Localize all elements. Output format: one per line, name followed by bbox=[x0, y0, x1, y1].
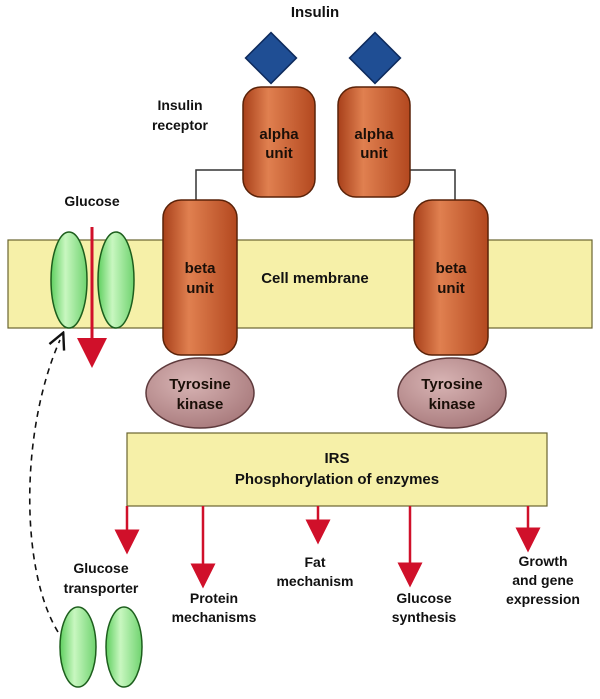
vesicle-transporter-left bbox=[59, 606, 97, 688]
beta-unit-left bbox=[162, 199, 238, 356]
outcome-protein-1: Protein bbox=[190, 590, 238, 606]
irs-sublabel: Phosphorylation of enzymes bbox=[235, 471, 439, 488]
tyrosine-kinase-left-label-1: Tyrosine bbox=[169, 376, 230, 393]
insulin-receptor-label-2: receptor bbox=[152, 117, 209, 133]
membrane-transporter-left bbox=[50, 231, 88, 329]
outcome-growth-1: Growth bbox=[519, 553, 568, 569]
alpha-unit-right-label-1: alpha bbox=[354, 126, 394, 143]
tyrosine-kinase-left bbox=[145, 357, 255, 429]
alpha-unit-right-label-2: unit bbox=[360, 145, 388, 162]
irs-label: IRS bbox=[324, 450, 349, 467]
outcome-glucose-synthesis-2: synthesis bbox=[392, 609, 457, 625]
tyrosine-kinase-right bbox=[397, 357, 507, 429]
outcome-fat-2: mechanism bbox=[276, 573, 353, 589]
beta-unit-left-label-2: unit bbox=[186, 280, 214, 297]
outcome-glucose-transporter-1: Glucose bbox=[73, 560, 128, 576]
insulin-molecule-right bbox=[348, 31, 402, 85]
tyrosine-kinase-left-label-2: kinase bbox=[177, 396, 224, 413]
alpha-unit-left bbox=[242, 86, 316, 198]
outcome-growth-2: and gene bbox=[512, 572, 574, 588]
irs-box bbox=[126, 432, 548, 507]
alpha-unit-left-label-1: alpha bbox=[259, 126, 299, 143]
outcome-protein-2: mechanisms bbox=[172, 609, 257, 625]
receptor-link-left bbox=[195, 169, 245, 205]
alpha-unit-left-label-2: unit bbox=[265, 145, 293, 162]
beta-unit-right bbox=[413, 199, 489, 356]
tyrosine-kinase-right-label-2: kinase bbox=[429, 396, 476, 413]
beta-unit-left-label-1: beta bbox=[185, 260, 217, 277]
outcome-growth-3: expression bbox=[506, 591, 580, 607]
cell-membrane-label: Cell membrane bbox=[261, 270, 369, 287]
insulin-label: Insulin bbox=[291, 4, 339, 21]
beta-unit-right-label-1: beta bbox=[436, 260, 468, 277]
receptor-link-right bbox=[410, 169, 456, 205]
tyrosine-kinase-right-label-1: Tyrosine bbox=[421, 376, 482, 393]
insulin-receptor-label-1: Insulin bbox=[157, 97, 202, 113]
insulin-molecule-left bbox=[244, 31, 298, 85]
transporter-translocation-path bbox=[28, 340, 60, 633]
outcome-glucose-synthesis-1: Glucose bbox=[396, 590, 451, 606]
alpha-unit-right bbox=[337, 86, 411, 198]
outcome-fat-1: Fat bbox=[305, 554, 326, 570]
beta-unit-right-label-2: unit bbox=[437, 280, 465, 297]
outcome-glucose-transporter-2: transporter bbox=[64, 580, 139, 596]
vesicle-transporter-right bbox=[105, 606, 143, 688]
glucose-label: Glucose bbox=[64, 193, 119, 209]
membrane-transporter-right bbox=[97, 231, 135, 329]
